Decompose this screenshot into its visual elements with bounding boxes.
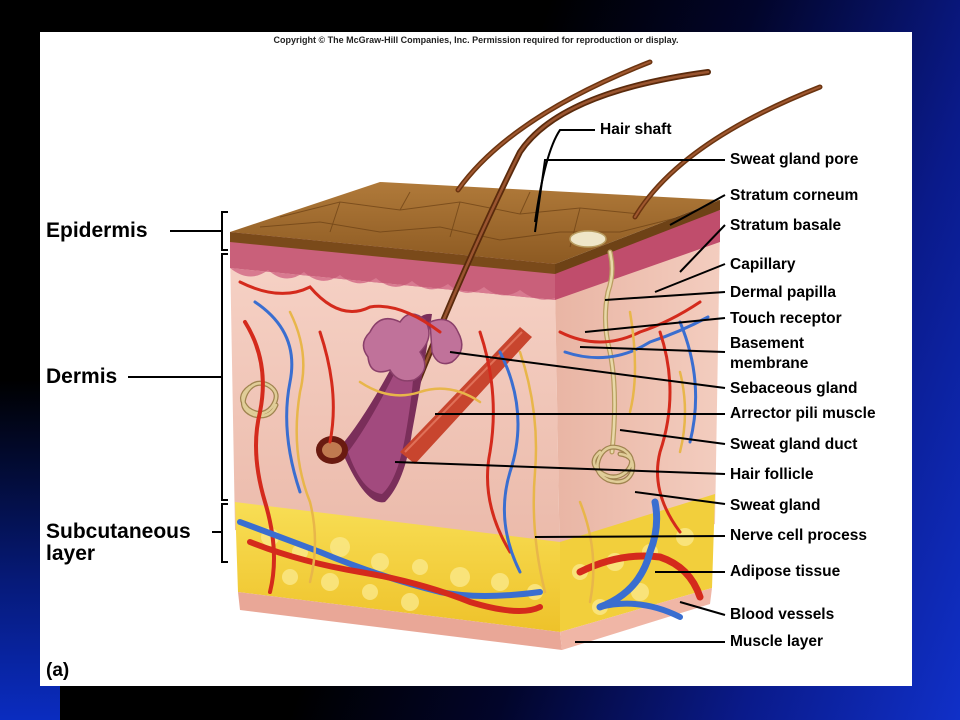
- subcutaneous-label-line1: Subcutaneous: [46, 520, 191, 543]
- adipose-tissue-label: Adipose tissue: [730, 563, 841, 580]
- hair-shaft-label: Hair shaft: [600, 121, 672, 138]
- copyright-notice: Copyright © The McGraw-Hill Companies, I…: [273, 35, 679, 45]
- right-leader-lines: [394, 129, 726, 643]
- skin-cross-section-illustration: [128, 59, 823, 650]
- muscle-layer: [238, 588, 712, 650]
- sweat-gland-pore-label: Sweat gland pore: [730, 151, 859, 168]
- dermis-label: Dermis: [46, 365, 118, 388]
- skin-diagram-figure: Copyright © The McGraw-Hill Companies, I…: [40, 32, 912, 686]
- dermal-papilla-label: Dermal papilla: [730, 284, 836, 301]
- arrector-pili-muscle-label: Arrector pili muscle: [730, 405, 876, 422]
- left-brackets: [128, 211, 228, 563]
- blood-vessels-label: Blood vessels: [730, 606, 835, 623]
- sweat-gland-and-duct: [240, 249, 636, 485]
- sweat-gland-label: Sweat gland: [730, 497, 821, 514]
- capillary-label: Capillary: [730, 256, 796, 273]
- epidermis-label: Epidermis: [46, 219, 148, 242]
- stratum-basale-label: Stratum basale: [730, 217, 842, 234]
- nerve-cell-processes: [288, 310, 687, 604]
- sweat-gland-duct-label: Sweat gland duct: [730, 436, 858, 453]
- nerve-cell-process-label: Nerve cell process: [730, 527, 868, 544]
- basement-membrane-label-line1: Basement: [730, 335, 805, 352]
- hair-shafts: [387, 59, 823, 455]
- blood-vessels: [237, 280, 710, 620]
- muscle-layer-label: Muscle layer: [730, 633, 824, 650]
- panel-label: (a): [46, 660, 70, 681]
- subcutaneous-label-line2: layer: [46, 542, 96, 565]
- stratum-corneum-label: Stratum corneum: [730, 187, 859, 204]
- basement-membrane-label-line2: membrane: [730, 355, 809, 372]
- hair-follicle-label: Hair follicle: [730, 466, 814, 483]
- stratum-corneum-surface: [230, 182, 720, 274]
- sebaceous-gland-label: Sebaceous gland: [730, 380, 858, 397]
- touch-receptor-label: Touch receptor: [730, 310, 842, 327]
